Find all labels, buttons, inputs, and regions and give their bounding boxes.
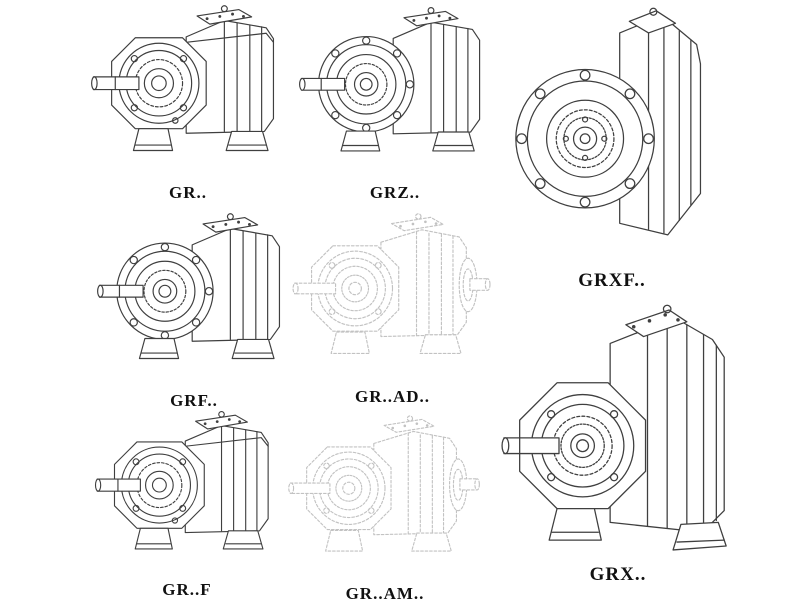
- figure-label-grf: GRF..: [170, 391, 218, 410]
- gearbox-drawing-gr-ad: [290, 212, 495, 381]
- figure-gr: GR..: [88, 4, 288, 203]
- figure-label-gr-f: GR..F: [162, 580, 212, 599]
- gearbox-drawing-grf: [94, 212, 294, 385]
- gearbox-drawing-grx: [500, 298, 736, 558]
- gearbox-drawing-gr-am: [286, 414, 484, 578]
- figure-gr-am: GR..AM..: [286, 414, 484, 604]
- figure-label-grxf: GRXF..: [578, 270, 646, 291]
- figure-grx: GRX..: [500, 298, 736, 586]
- figure-label-gr: GR..: [169, 183, 207, 202]
- figure-grz: GRZ..: [296, 6, 494, 203]
- figure-label-grx: GRX..: [589, 564, 647, 585]
- figure-label-gr-am: GR..AM..: [345, 584, 425, 603]
- gearbox-drawing-gr-f: [92, 410, 282, 574]
- figure-label-grz: GRZ..: [369, 183, 421, 202]
- figure-grxf: GRXF..: [506, 6, 718, 292]
- figure-grf: GRF..: [94, 212, 294, 411]
- figure-gr-ad: GR..AD..: [290, 212, 495, 407]
- figure-gr-f: GR..F: [92, 410, 282, 600]
- gearbox-drawing-gr: [88, 4, 288, 177]
- figure-label-gr-ad: GR..AD..: [354, 387, 431, 406]
- gearbox-drawing-grxf: [506, 6, 718, 256]
- gearbox-drawing-grz: [296, 6, 494, 177]
